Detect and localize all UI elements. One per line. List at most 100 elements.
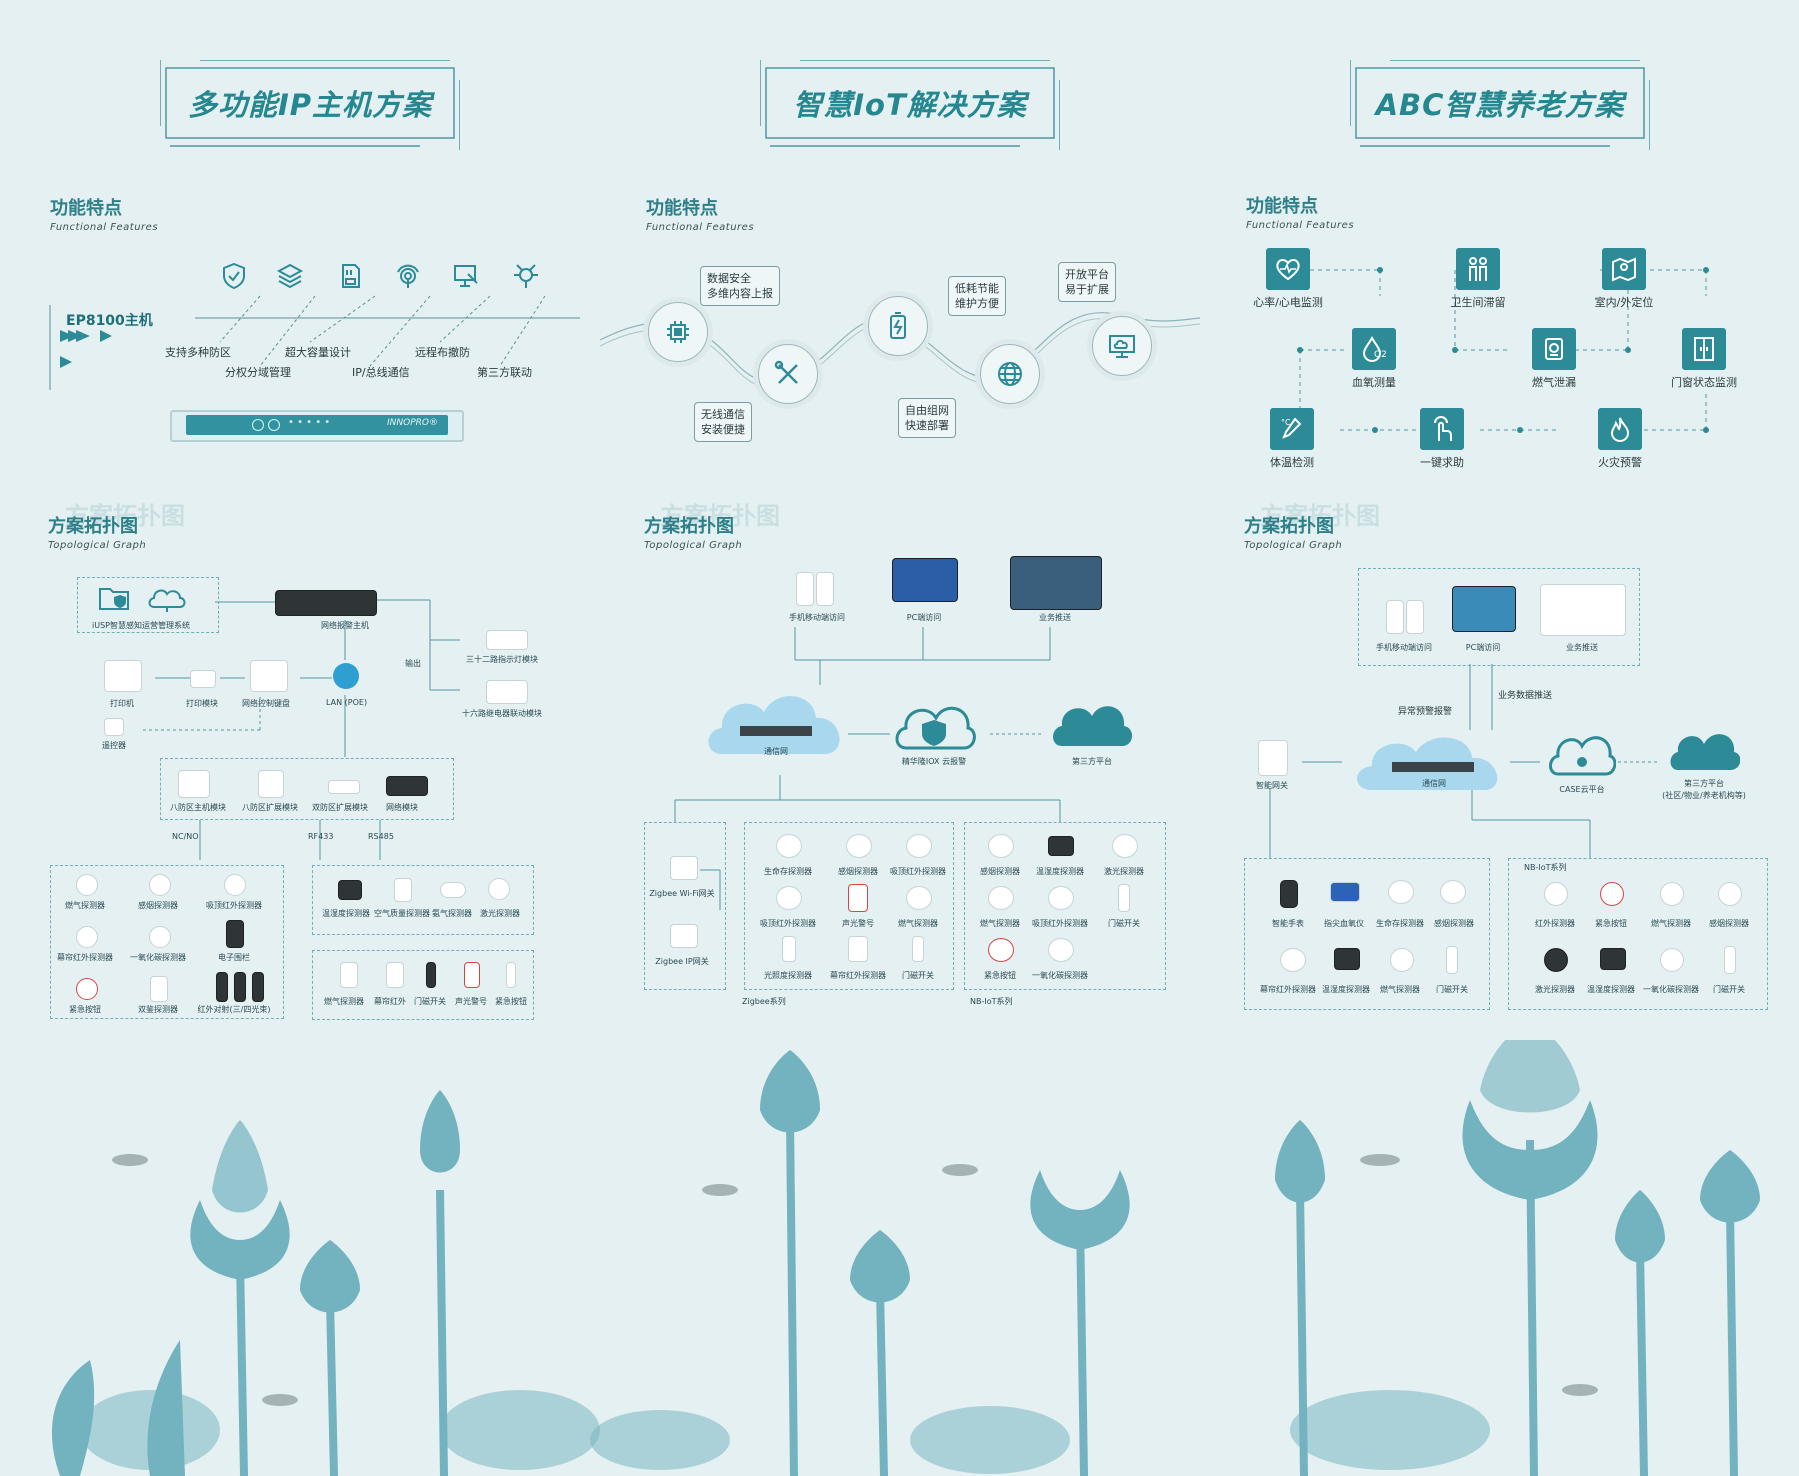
device-icon — [1330, 882, 1360, 902]
device-icon — [988, 938, 1014, 962]
device-label: 感烟探测器 — [838, 867, 878, 876]
device-label: 电子围栏 — [218, 953, 250, 962]
case-cloud-icon — [1549, 736, 1616, 776]
device-icon — [1544, 948, 1568, 972]
tile-label: 体温检测 — [1270, 456, 1314, 469]
feature-label: 超大容量设计 — [285, 346, 351, 359]
cloud-label: 精华隆IOX 云报警 — [901, 757, 967, 766]
battery-node — [868, 296, 928, 356]
tile-label: 一键求助 — [1420, 456, 1464, 469]
keypad-device — [250, 660, 288, 692]
tools-icon — [774, 360, 798, 384]
gateway-label: Zigbee Wi-Fi网关 — [649, 889, 715, 898]
device-icon — [234, 972, 246, 1002]
device-icon — [488, 878, 510, 900]
circuit-brain-icon — [514, 264, 538, 288]
globe-node — [980, 344, 1040, 404]
device-icon — [76, 926, 98, 948]
tile-connectors — [1297, 267, 1709, 433]
tools-node — [758, 344, 818, 404]
third-party-label: 第三方平台 — [1072, 757, 1112, 766]
tile-label: 血氧测量 — [1352, 376, 1396, 389]
tile-label: 卫生间滞留 — [1450, 296, 1506, 309]
device-icon — [776, 886, 802, 910]
device-label: 燃气探测器 — [324, 997, 364, 1006]
series-label: Zigbee系列 — [742, 997, 786, 1006]
device-icon — [912, 936, 924, 962]
tile-label: 心率/心电监测 — [1253, 296, 1323, 309]
folder-shield-icon — [99, 588, 129, 610]
network-cloud-icon — [1357, 737, 1498, 790]
client-label: PC端访问 — [906, 613, 942, 622]
device-label: 门磁开关 — [414, 997, 446, 1006]
alarm-host-label: 网络报警主机 — [321, 621, 369, 630]
print-module-label: 打印模块 — [186, 699, 218, 708]
device-label: 紧急按钮 — [1595, 919, 1627, 928]
device-label: 激光探测器 — [1104, 867, 1144, 876]
device-icon — [1280, 880, 1298, 908]
features-subtitle: Functional Features — [646, 222, 755, 233]
lan-switch-icon — [333, 663, 359, 689]
cloud-shield-icon — [895, 706, 976, 750]
device-icon — [226, 920, 244, 948]
module-device — [178, 770, 210, 798]
case-label: CASE云平台 — [1559, 785, 1605, 794]
tile-label: 门窗状态监测 — [1671, 376, 1737, 389]
gas-sensor-icon — [1545, 338, 1563, 360]
remote-device — [104, 718, 124, 736]
device-label: 指尖血氧仪 — [1324, 919, 1364, 928]
topo-ghost: 方案拓扑图 — [65, 502, 185, 530]
nbiot-device-box — [1508, 858, 1768, 1010]
device-label: 双鉴探测器 — [138, 1005, 178, 1014]
feature-bubble: 自由组网 快速部署 — [898, 398, 956, 438]
device-label: 生命存探测器 — [764, 867, 812, 876]
topo-ghost: 方案拓扑图 — [660, 502, 780, 530]
layers-icon — [276, 263, 304, 289]
link-label: RS485 — [368, 832, 394, 841]
device-icon — [76, 978, 98, 1000]
link-label: NC/NO — [172, 832, 199, 841]
network-label: 通信网 — [1422, 779, 1446, 788]
device-icon — [1446, 946, 1458, 974]
device-label: 一氧化碳探测器 — [1643, 985, 1699, 994]
features-subtitle: Functional Features — [1246, 220, 1355, 231]
tile-label: 室内/外定位 — [1594, 296, 1654, 309]
device-label: 吸顶红外探测器 — [1032, 919, 1088, 928]
client-label: 手机移动端访问 — [1376, 643, 1432, 652]
banner-title: 多功能IP主机方案 — [187, 88, 433, 122]
device-icon — [988, 886, 1014, 910]
device-icon — [149, 874, 171, 896]
keypad-label: 网络控制键盘 — [242, 699, 290, 708]
device-label: 吸顶红外探测器 — [760, 919, 816, 928]
features-title: 功能特点 — [646, 198, 718, 219]
device-label: 幕帘红外 — [374, 997, 406, 1006]
gateway-label: Zigbee IP网关 — [655, 957, 709, 966]
rack-host: • • • • • INNOPRO® — [170, 410, 464, 442]
phone-device — [816, 572, 834, 606]
toilet-tile — [1456, 248, 1500, 290]
device-icon — [782, 936, 796, 962]
feature-label: 远程布撤防 — [415, 346, 470, 359]
wired-box — [50, 865, 284, 1019]
wifi-gateway-device — [670, 856, 698, 880]
heart-tile — [1266, 248, 1310, 290]
device-label: 燃气探测器 — [1651, 919, 1691, 928]
device-icon — [224, 874, 246, 896]
banner: ABC智慧养老方案 — [1350, 60, 1650, 150]
phone-device — [1386, 600, 1404, 634]
module-label: 双防区扩展模块 — [312, 803, 368, 812]
oxygen-tile: O2 — [1352, 328, 1396, 370]
device-label: 红外对射(三/四光束) — [197, 1005, 271, 1014]
printer-label: 打印机 — [110, 699, 134, 708]
device-label: 激光探测器 — [480, 909, 520, 918]
left-device-box — [1244, 858, 1490, 1010]
topo-title: 方案拓扑图 — [644, 516, 734, 537]
module-label: 八防区扩展模块 — [242, 803, 298, 812]
device-icon — [848, 884, 868, 912]
device-icon — [1718, 882, 1742, 906]
output-label: 输出 — [405, 659, 421, 668]
heart-rate-icon — [1276, 259, 1300, 281]
client-label: 业务推送 — [1039, 613, 1071, 622]
module-box — [160, 758, 454, 820]
rf433-box — [312, 950, 534, 1020]
